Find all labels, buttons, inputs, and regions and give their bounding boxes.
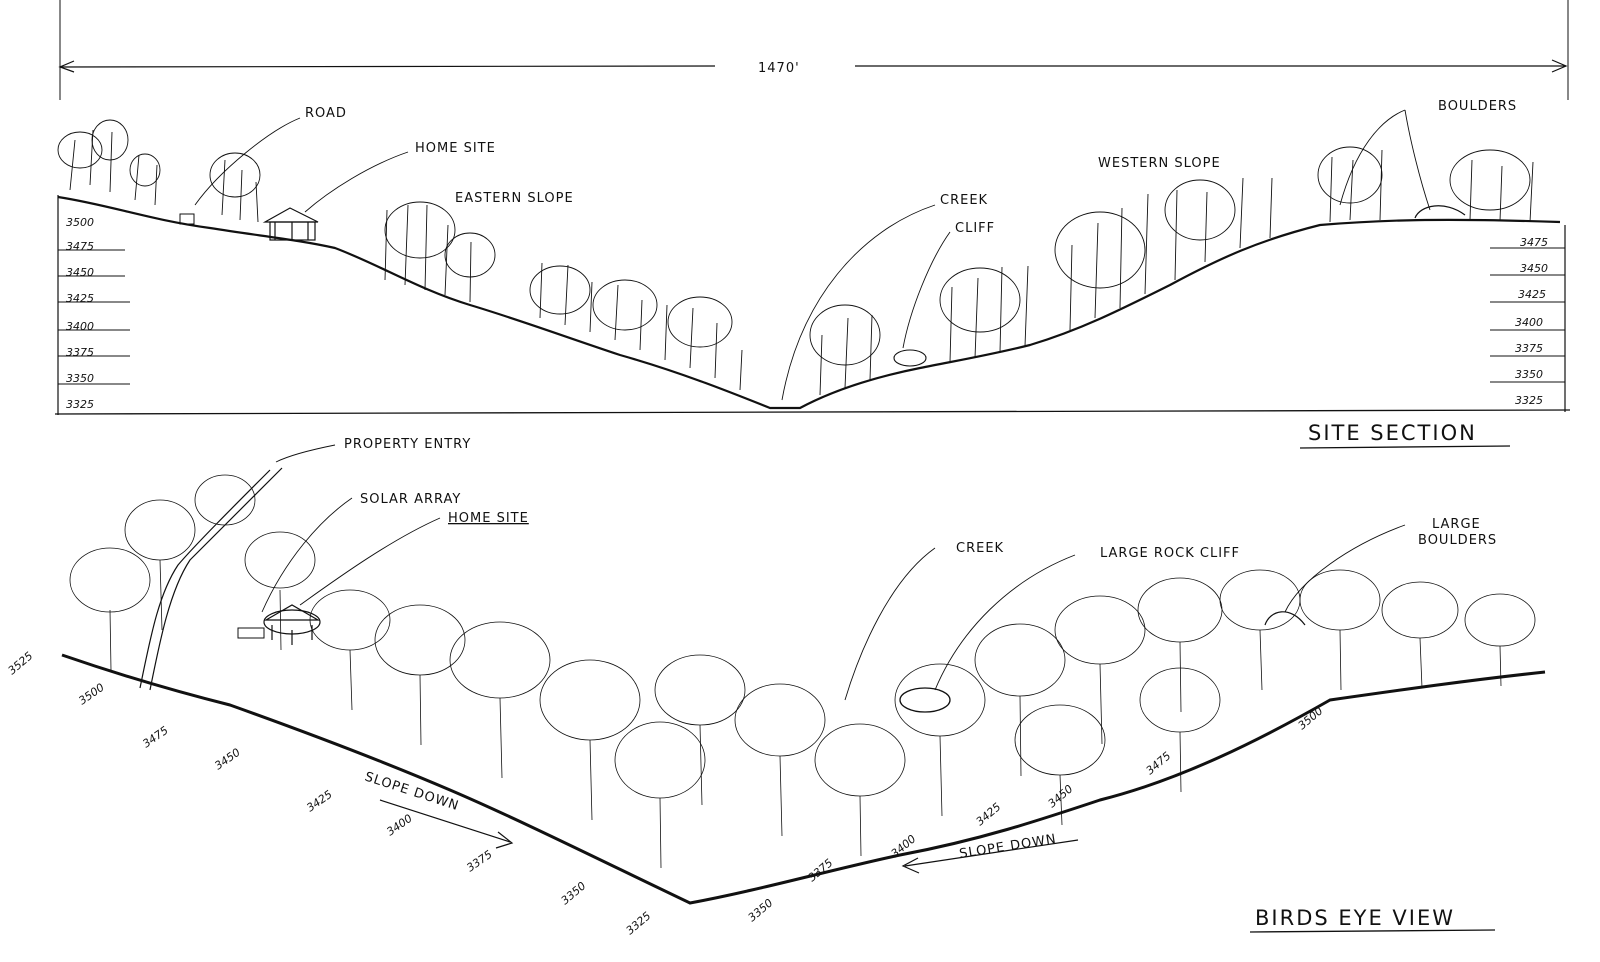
contour-left-6: 3375 (464, 848, 494, 875)
section-car-icon (179, 213, 195, 225)
section-cliff-rock (893, 349, 927, 367)
left-elev-5: 3375 (66, 346, 94, 359)
right-elev-0: 3475 (1520, 236, 1548, 249)
left-elev-2: 3450 (66, 266, 94, 279)
contour-left-2: 3475 (140, 724, 170, 751)
contour-right-3: 3425 (974, 800, 1004, 828)
label-large-boulders-2: BOULDERS (1418, 533, 1497, 548)
site-section-title: SITE SECTION (1308, 421, 1477, 445)
left-elev-3: 3425 (66, 292, 94, 305)
label-creek: CREEK (940, 193, 988, 208)
contour-left-8: 3325 (624, 909, 654, 937)
label-large-rock-cliff: LARGE ROCK CLIFF (1100, 546, 1240, 561)
label-creek-birds: CREEK (956, 541, 1004, 556)
label-road: ROAD (305, 106, 347, 121)
right-elev-1: 3450 (1520, 262, 1548, 275)
right-elev-4: 3375 (1515, 342, 1543, 355)
right-elev-5: 3350 (1515, 368, 1543, 381)
dimension-label: 1470' (758, 61, 800, 76)
right-elev-2: 3425 (1518, 288, 1546, 301)
contour-right-0: 3350 (746, 896, 776, 924)
contour-right-5: 3475 (1144, 749, 1174, 777)
left-elev-4: 3400 (66, 320, 94, 333)
right-contours: 3350 3375 3400 3425 3450 3475 3500 (746, 704, 1326, 924)
label-home-site-birds: HOME SITE (448, 511, 529, 526)
label-property-entry: PROPERTY ENTRY (344, 437, 471, 452)
solar-array-icon (237, 627, 265, 639)
label-home-site: HOME SITE (415, 141, 496, 156)
left-elev-6: 3350 (66, 372, 94, 385)
left-elevation-scale: 3500 3475 3450 3425 3400 3375 3350 3325 (58, 216, 130, 411)
contour-left-4: 3425 (304, 788, 334, 815)
label-cliff: CLIFF (955, 221, 995, 236)
section-leaders (194, 109, 1431, 401)
dimension-line: 1470' (58, 0, 1569, 100)
contour-left-1: 3500 (76, 681, 106, 708)
label-large-boulders-1: LARGE (1432, 517, 1481, 532)
birds-eye-home-icon (263, 604, 321, 645)
birds-eye-boulders-icon (1264, 611, 1306, 626)
label-solar-array: SOLAR ARRAY (360, 492, 461, 507)
right-elev-3: 3400 (1515, 316, 1543, 329)
contour-left-5: 3400 (384, 812, 414, 839)
left-contours: 3525 3500 3475 3450 3425 3400 3375 3350 … (6, 649, 654, 937)
left-elev-7: 3325 (66, 398, 94, 411)
right-elev-6: 3325 (1515, 394, 1543, 407)
left-elev-0: 3500 (66, 216, 94, 229)
birds-eye-forest (69, 474, 1536, 869)
section-trees (57, 119, 1534, 396)
label-slope-down-left: SLOPE DOWN (363, 770, 461, 815)
birds-eye-leaders (261, 444, 1406, 701)
section-ground-profile (57, 195, 1561, 410)
label-boulders: BOULDERS (1438, 99, 1517, 114)
section-boulders-icon (1414, 205, 1466, 219)
site-section: ROAD HOME SITE EASTERN SLOPE CREEK CLIFF… (54, 99, 1571, 449)
label-slope-down-right: SLOPE DOWN (958, 832, 1057, 862)
rock-cliff-icon (899, 687, 951, 713)
label-western-slope: WESTERN SLOPE (1098, 156, 1221, 171)
birds-eye-view-title: BIRDS EYE VIEW (1255, 906, 1455, 930)
section-home-icon (262, 207, 319, 241)
birds-eye-view: PROPERTY ENTRY SOLAR ARRAY HOME SITE CRE… (6, 437, 1546, 937)
contour-left-7: 3350 (559, 879, 589, 907)
contour-left-0: 3525 (6, 649, 36, 677)
right-elevation-scale: 3475 3450 3425 3400 3375 3350 3325 (1490, 236, 1565, 407)
access-road (149, 467, 283, 691)
contour-right-6: 3500 (1296, 704, 1326, 732)
left-elev-1: 3475 (66, 240, 94, 253)
slope-down-right: SLOPE DOWN (901, 832, 1079, 874)
contour-right-2: 3400 (889, 832, 919, 860)
label-eastern-slope: EASTERN SLOPE (455, 191, 574, 206)
contour-left-3: 3450 (212, 746, 242, 773)
birds-eye-ground-edge (61, 653, 1546, 905)
